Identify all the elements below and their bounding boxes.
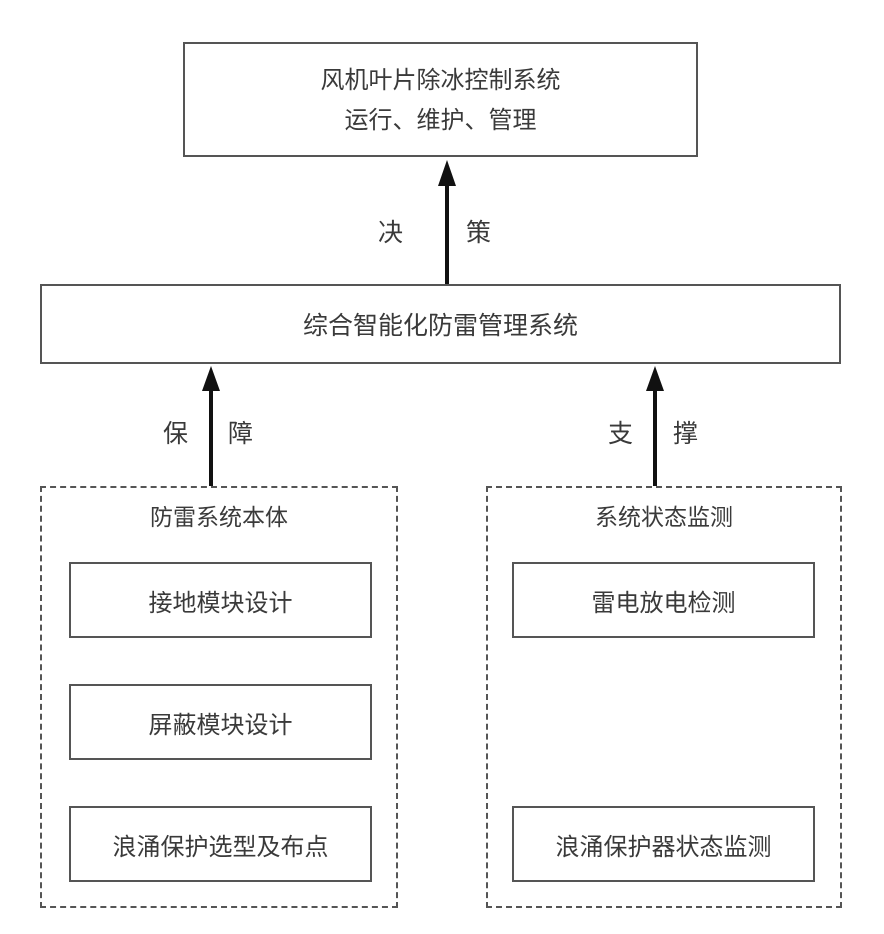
surge-protection-selection-label: 浪涌保护选型及布点 (113, 827, 329, 862)
grounding-module-label: 接地模块设计 (149, 583, 293, 618)
deicing-control-system-box: 风机叶片除冰控制系统 运行、维护、管理 (183, 42, 698, 157)
arrow-support (646, 366, 664, 486)
edge-label-decision-2: 策 (466, 218, 491, 248)
surge-protection-selection-box: 浪涌保护选型及布点 (69, 806, 372, 882)
edge-label-decision-1: 决 (378, 218, 403, 248)
surge-protector-monitoring-box: 浪涌保护器状态监测 (512, 806, 815, 882)
lightning-discharge-detection-label: 雷电放电检测 (592, 583, 736, 618)
edge-label-support-2: 撑 (673, 419, 698, 449)
lightning-discharge-detection-box: 雷电放电检测 (512, 562, 815, 638)
lightning-management-system-box: 综合智能化防雷管理系统 (40, 284, 841, 364)
edge-label-guarantee-1: 保 (163, 419, 188, 449)
edge-label-support-1: 支 (608, 419, 633, 449)
system-status-monitoring-title: 系统状态监测 (486, 503, 842, 533)
edge-label-guarantee-2: 障 (228, 419, 253, 449)
shielding-module-label: 屏蔽模块设计 (149, 705, 293, 740)
deicing-control-system-subtitle: 运行、维护、管理 (345, 100, 537, 140)
grounding-module-box: 接地模块设计 (69, 562, 372, 638)
arrow-guarantee (202, 366, 220, 486)
shielding-module-box: 屏蔽模块设计 (69, 684, 372, 760)
lightning-protection-body-title: 防雷系统本体 (40, 503, 398, 533)
surge-protector-monitoring-label: 浪涌保护器状态监测 (556, 827, 772, 862)
arrow-decision (438, 160, 456, 284)
deicing-control-system-title: 风机叶片除冰控制系统 (321, 60, 561, 100)
lightning-management-system-label: 综合智能化防雷管理系统 (303, 306, 578, 342)
